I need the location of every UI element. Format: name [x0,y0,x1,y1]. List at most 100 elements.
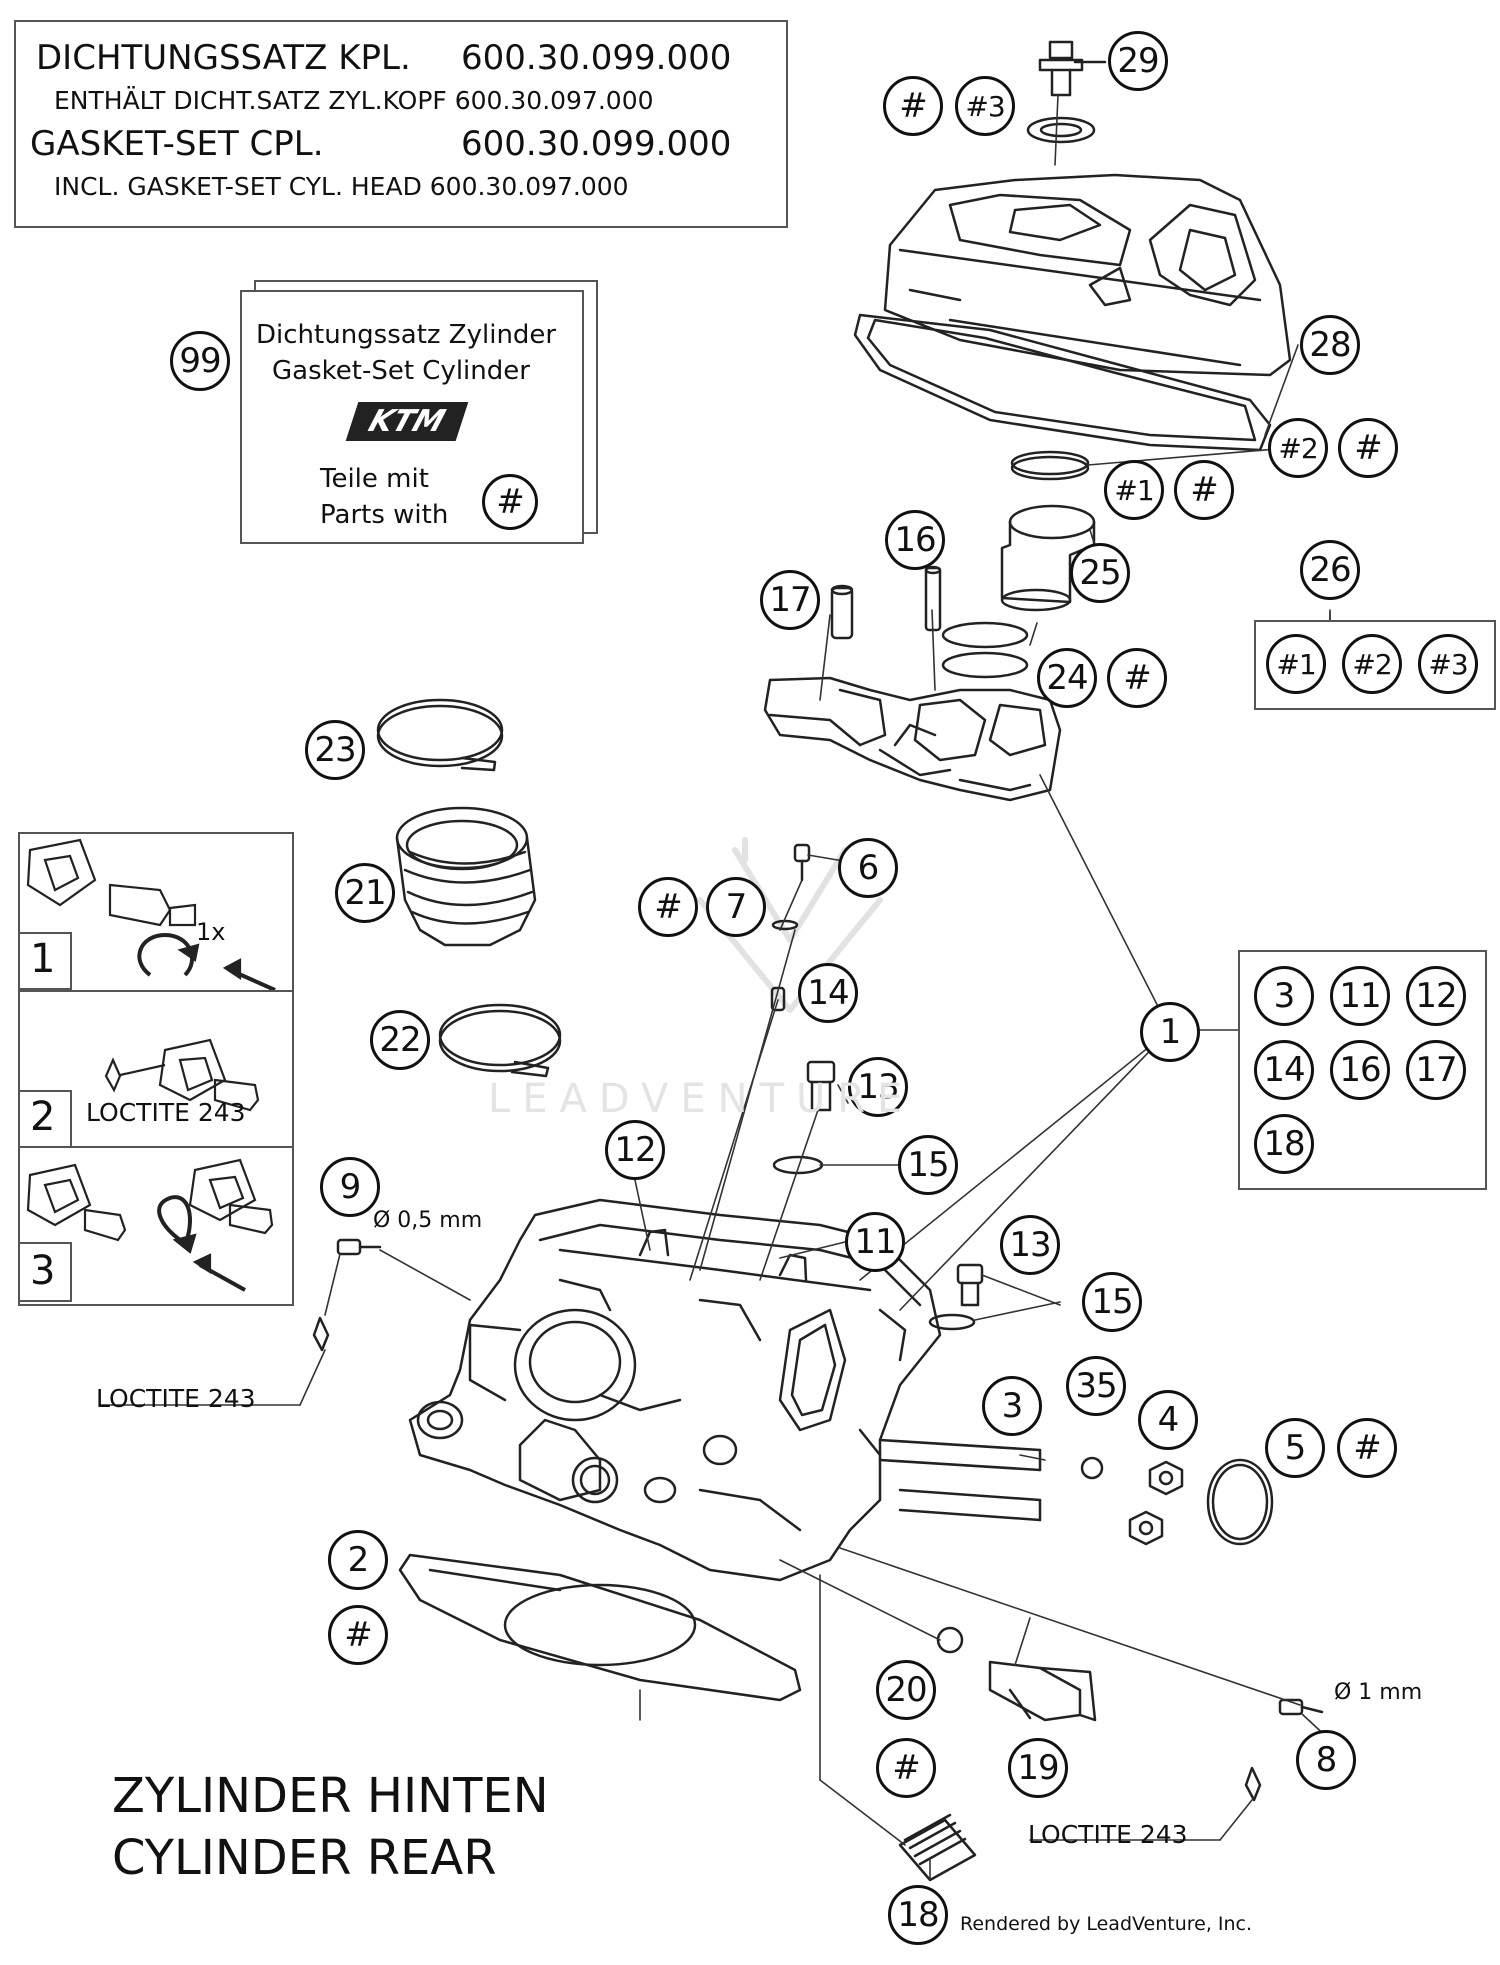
gasket-box-parts-en: Parts with [320,500,449,530]
callout-hash-20[interactable]: # [876,1738,936,1798]
callout-3[interactable]: 3 [982,1376,1042,1436]
assembly-1-item-17[interactable]: 17 [1406,1040,1466,1100]
step-divider-1 [18,990,292,992]
callout-23[interactable]: 23 [305,720,365,780]
callout-8-text: 8 [1315,1740,1338,1780]
screw-plug-18 [898,1813,977,1882]
loctite-label-8: LOCTITE 243 [1028,1820,1188,1849]
callout-6-text: 6 [857,848,880,888]
callout-5-text: 5 [1284,1428,1307,1468]
screw-8 [1278,1698,1324,1716]
step-1-box [18,932,72,990]
spark-plug-seal-ring [1010,450,1090,481]
kit-line3-number: 600.30.099.000 [461,124,732,164]
valve-cover-gasket [853,313,1272,452]
callout-24-text: 24 [1046,658,1088,698]
callout-8[interactable]: 8 [1296,1730,1356,1790]
callout-20[interactable]: 20 [876,1660,936,1720]
callout-hash-3[interactable]: #3 [955,76,1015,136]
callout-5[interactable]: 5 [1265,1418,1325,1478]
callout-2[interactable]: 2 [328,1530,388,1590]
assembly-1-item-14[interactable]: 14 [1254,1040,1314,1100]
callout-hash-2-text: #2 [1278,431,1318,465]
callout-1[interactable]: 1 [1140,1002,1200,1062]
callout-11[interactable]: 11 [845,1212,905,1272]
callout-16[interactable]: 16 [885,510,945,570]
callout-26[interactable]: 26 [1300,540,1360,600]
step-1-number: 1 [30,936,56,982]
callout-15-upper[interactable]: 15 [898,1135,958,1195]
callout-hash-1-text: #1 [1114,473,1154,507]
assembly-1-item-18[interactable]: 18 [1254,1114,1314,1174]
callout-13-upper[interactable]: 13 [848,1057,908,1117]
assembly-1-item-16[interactable]: 16 [1330,1040,1390,1100]
callout-15-lower[interactable]: 15 [1082,1272,1142,1332]
callout-24[interactable]: 24 [1037,648,1097,708]
callout-9[interactable]: 9 [320,1157,380,1217]
assembly-1-item-16-text: 16 [1339,1050,1381,1090]
callout-17[interactable]: 17 [760,570,820,630]
callout-9-text: 9 [339,1167,362,1207]
callout-hash-1[interactable]: #1 [1104,460,1164,520]
callout-25[interactable]: 25 [1070,543,1130,603]
step-2-box [18,1090,72,1148]
kit-line1-label: DICHTUNGSSATZ KPL. [36,38,411,78]
footer-credit: Rendered by LeadVenture, Inc. [960,1913,1253,1935]
diagram-title-en: CYLINDER REAR [112,1830,497,1886]
gasket-set-cylinder-box: Dichtungssatz Zylinder Gasket-Set Cylind… [240,290,584,544]
oring-upper [941,621,1029,649]
step-divider-2 [18,1146,292,1148]
loctite-drop-8 [1244,1766,1262,1802]
callout-hash-5[interactable]: # [1337,1418,1397,1478]
callout-19[interactable]: 19 [1008,1738,1068,1798]
callout-hash-2c[interactable]: # [328,1605,388,1665]
callout-99[interactable]: 99 [170,331,230,391]
gasket-box-title-de: Dichtungssatz Zylinder [256,320,557,350]
kit-26-item-3[interactable]: #3 [1418,634,1478,694]
assembly-1-item-18-text: 18 [1263,1124,1305,1164]
dimension-8: Ø 1 mm [1334,1680,1423,1705]
kit-26-item-3-text: #3 [1428,647,1468,681]
callout-26-text: 26 [1309,550,1351,590]
callout-22[interactable]: 22 [370,1010,430,1070]
callout-15-upper-text: 15 [907,1145,949,1185]
callout-hash-20-text: # [892,1748,920,1788]
kit-26-item-2[interactable]: #2 [1342,634,1402,694]
assembly-1-item-3[interactable]: 3 [1254,966,1314,1026]
callout-hash-2[interactable]: #2 [1268,418,1328,478]
assembly-1-item-11[interactable]: 11 [1330,966,1390,1026]
callout-hash-2b[interactable]: # [1338,418,1398,478]
bolt-13-upper [806,1060,836,1112]
callout-hash-1b[interactable]: # [1174,460,1234,520]
callout-6[interactable]: 6 [838,838,898,898]
callout-99-text: 99 [179,341,221,381]
callout-12-text: 12 [614,1130,656,1170]
callout-2-text: 2 [347,1540,370,1580]
assembly-1-item-12[interactable]: 12 [1406,966,1466,1026]
intake-rubber-boot [395,806,537,947]
sealing-ring-20 [936,1626,964,1654]
callout-14[interactable]: 14 [798,963,858,1023]
washer-15-lower [928,1313,976,1331]
callout-12[interactable]: 12 [605,1120,665,1180]
callout-25-text: 25 [1079,553,1121,593]
callout-11-text: 11 [854,1222,896,1262]
watermark-text: LEADVENTURE [488,1076,915,1122]
assembly-1-item-11-text: 11 [1339,976,1381,1016]
gasket-set-complete-note: DICHTUNGSSATZ KPL. 600.30.099.000 ENTHÄL… [14,20,788,228]
callout-hash-7[interactable]: # [638,877,698,937]
callout-29[interactable]: 29 [1108,31,1168,91]
kit-26-item-1[interactable]: #1 [1266,634,1326,694]
callout-hash-2b-text: # [1354,428,1382,468]
callout-13-lower[interactable]: 13 [1000,1215,1060,1275]
callout-hash-24[interactable]: # [1107,648,1167,708]
callout-18[interactable]: 18 [888,1885,948,1945]
callout-hash-29[interactable]: # [883,76,943,136]
callout-35[interactable]: 35 [1066,1356,1126,1416]
oring-5 [1206,1458,1274,1546]
callout-7[interactable]: 7 [706,877,766,937]
gasket-box-title-en: Gasket-Set Cylinder [272,356,530,386]
callout-4[interactable]: 4 [1138,1390,1198,1450]
callout-21[interactable]: 21 [335,863,395,923]
callout-28[interactable]: 28 [1300,315,1360,375]
